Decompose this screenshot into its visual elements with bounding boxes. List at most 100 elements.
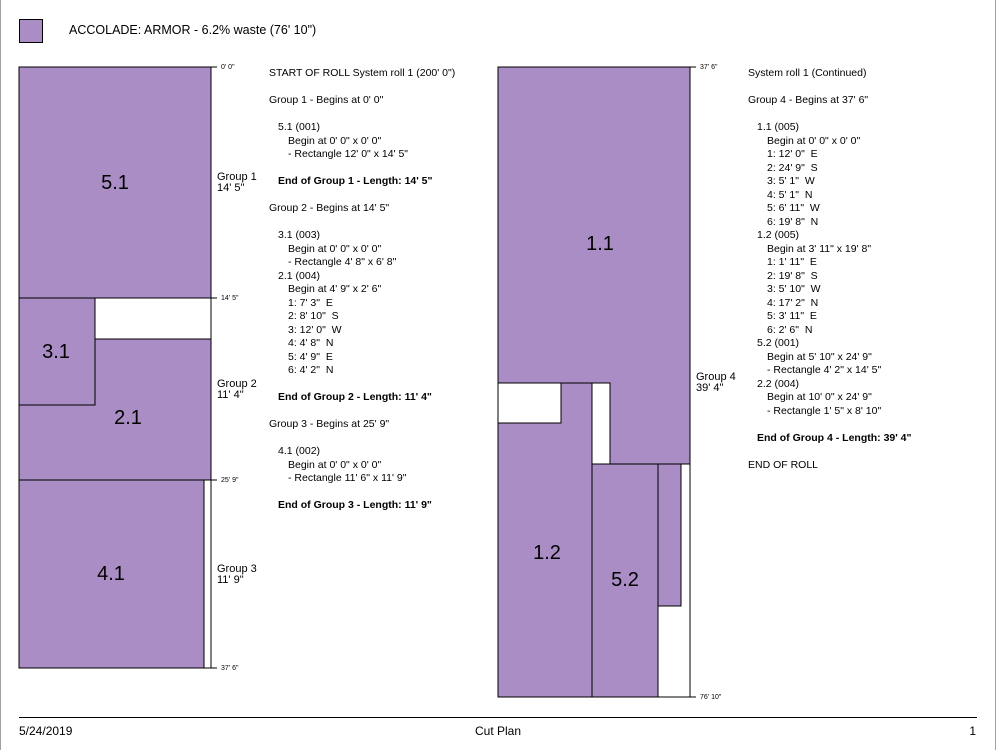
- piece-label: 5.1: [101, 172, 129, 194]
- color-swatch: [19, 19, 43, 43]
- text-line: End of Group 3 - Length: 11' 9": [278, 499, 432, 511]
- text-line: [269, 162, 489, 176]
- text-line: 5: 3' 11" E: [767, 310, 817, 322]
- piece-1-2[interactable]: [497, 382, 593, 698]
- text-line: Begin at 0' 0" x 0' 0": [288, 134, 382, 147]
- footer-divider: [19, 717, 977, 718]
- text-line: Begin at 5' 10" x 24' 9": [767, 350, 872, 363]
- text-line: [269, 81, 489, 95]
- text-line: 1: 1' 11" E: [767, 256, 817, 268]
- page-frame-left: [0, 0, 1, 750]
- text-line: 1.1 (005): [757, 121, 800, 133]
- text-line: [269, 216, 489, 230]
- text-line: [269, 486, 489, 500]
- piece-2-2[interactable]: [657, 463, 682, 607]
- group-label: Group 4: [696, 371, 736, 383]
- footer-title: Cut Plan: [474, 724, 522, 738]
- text-line: START OF ROLL System roll 1 (200' 0"): [269, 67, 456, 79]
- text-line: Group 2 - Begins at 14' 5": [269, 202, 390, 214]
- group-label: Group 1: [217, 171, 257, 183]
- text-line: 5.1 (001): [278, 121, 321, 133]
- text-line: - Rectangle 11' 6" x 11' 9": [288, 472, 407, 484]
- text-line: 3: 5' 10" W: [767, 283, 821, 295]
- length-mark: 14' 5": [221, 295, 239, 302]
- text-line: [748, 445, 978, 459]
- text-line: 4: 5' 1" N: [767, 188, 813, 201]
- length-mark: 37' 6": [700, 64, 718, 71]
- text-line: [748, 418, 978, 432]
- group-length: 14' 5": [217, 182, 245, 194]
- text-line: Begin at 0' 0" x 0' 0": [288, 458, 382, 471]
- piece-label: 1.2: [533, 542, 561, 564]
- piece-5-2[interactable]: [591, 463, 659, 698]
- waste-area: [497, 382, 562, 424]
- piece-label: 2.1: [114, 407, 142, 429]
- text-line: 5: 6' 11" W: [767, 202, 820, 214]
- text-line: [269, 405, 489, 419]
- text-line: End of Group 1 - Length: 14' 5": [278, 175, 433, 187]
- group-length: 11' 9": [217, 574, 244, 586]
- text-line: 2.2 (004): [757, 377, 800, 390]
- text-line: 1: 7' 3" E: [288, 296, 333, 309]
- text-line: - Rectangle 4' 2" x 14' 5": [767, 364, 882, 376]
- text-line: Begin at 3' 11" x 19' 8": [767, 242, 872, 255]
- length-mark: 37' 6": [221, 665, 239, 672]
- length-mark: 0' 0": [221, 64, 235, 71]
- text-line: [269, 432, 489, 446]
- text-line: System roll 1 (Continued): [748, 67, 867, 79]
- piece-label: 5.2: [611, 569, 639, 591]
- text-line: END OF ROLL: [748, 458, 819, 471]
- text-line: 4: 4' 8" N: [288, 337, 334, 349]
- text-line: 1.2 (005): [757, 229, 800, 241]
- text-line: 4: 17' 2" N: [767, 296, 819, 309]
- piece-label: 3.1: [42, 341, 70, 363]
- text-line: 5: 4' 9" E: [288, 350, 333, 363]
- text-line: [748, 108, 978, 122]
- text-line: End of Group 2 - Length: 11' 4": [278, 391, 432, 403]
- footer-date: 5/24/2019: [19, 724, 73, 738]
- piece-label: 1.1: [586, 233, 614, 255]
- piece-3-1[interactable]: [18, 297, 96, 406]
- text-line: 3: 12' 0" W: [288, 323, 342, 336]
- text-line: - Rectangle 12' 0" x 14' 5": [288, 148, 409, 160]
- group-length: 39' 4": [696, 382, 724, 394]
- text-line: 2.1 (004): [278, 269, 321, 282]
- text-line: 1: 12' 0" E: [767, 148, 818, 160]
- left-roll-strip: 0' 0" 14' 5" 25' 9" 37' 6" 5.1 3.1 2.1 4…: [18, 64, 257, 672]
- piece-5-1[interactable]: [18, 66, 212, 299]
- text-line: 3.1 (003): [278, 229, 321, 241]
- text-line: Group 1 - Begins at 0' 0": [269, 94, 384, 106]
- text-line: 5.2 (001): [757, 337, 800, 349]
- length-mark: 76' 10": [700, 694, 722, 701]
- text-line: - Rectangle 1' 5" x 8' 10": [767, 404, 882, 417]
- text-line: [269, 108, 489, 122]
- text-line: 6: 2' 6" N: [767, 323, 813, 336]
- group-label: Group 2: [217, 378, 257, 390]
- text-line: 2: 19' 8" S: [767, 269, 818, 282]
- text-line: Begin at 0' 0" x 0' 0": [288, 242, 382, 255]
- left-text-column: START OF ROLL System roll 1 (200' 0") Gro…: [269, 67, 489, 513]
- group-length: 11' 4": [217, 389, 244, 401]
- waste-area: [591, 382, 611, 465]
- text-line: Begin at 4' 9" x 2' 6": [288, 283, 382, 295]
- group-label: Group 3: [217, 563, 257, 575]
- text-line: 6: 19' 8" N: [767, 215, 819, 228]
- text-line: 2: 24' 9" S: [767, 161, 818, 174]
- waste-area: [94, 297, 212, 340]
- length-mark: 25' 9": [221, 477, 239, 484]
- piece-4-1[interactable]: [18, 479, 205, 669]
- right-text-column: System roll 1 (Continued)Group 4 - Begin…: [748, 67, 978, 472]
- text-line: Group 3 - Begins at 25' 9": [269, 418, 390, 430]
- text-line: - Rectangle 4' 8" x 6' 8": [288, 256, 397, 268]
- piece-label: 4.1: [97, 563, 125, 585]
- text-line: 4.1 (002): [278, 445, 321, 457]
- text-line: [748, 81, 978, 95]
- page-title: ACCOLADE: ARMOR - 6.2% waste (76' 10"): [69, 23, 317, 37]
- text-line: 3: 5' 1" W: [767, 175, 815, 187]
- text-line: End of Group 4 - Length: 39' 4": [757, 431, 912, 444]
- text-line: [269, 189, 489, 203]
- right-roll-strip: 37' 6" 76' 10" 1.1 1.2 5.2 Group 4 39' 4…: [497, 64, 736, 701]
- text-line: 2: 8' 10" S: [288, 310, 339, 322]
- text-line: 6: 4' 2" N: [288, 364, 334, 376]
